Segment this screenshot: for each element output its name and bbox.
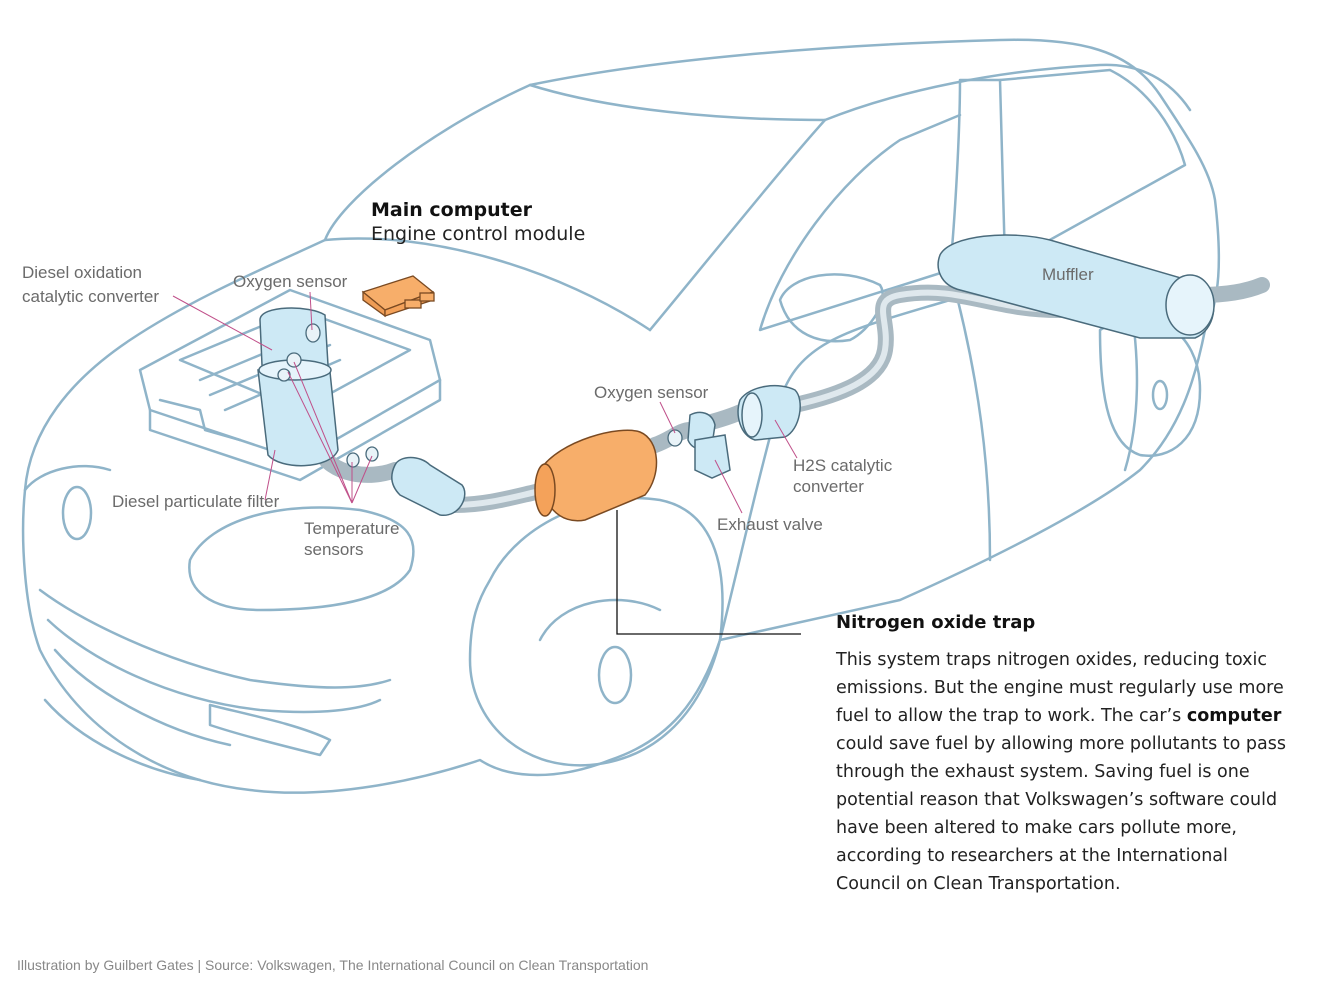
- h2s-converter-label-line1: H2S catalytic: [793, 456, 893, 475]
- temperature-sensors-label-line2: sensors: [304, 540, 364, 559]
- diesel-particulate-filter-label: Diesel particulate filter: [112, 492, 280, 511]
- nitrogen-oxide-trap-title: Nitrogen oxide trap: [836, 612, 1036, 633]
- dpf-assembly: [257, 307, 339, 467]
- h2s-converter-label-line2: converter: [793, 477, 864, 496]
- main-computer-title: Main computer: [371, 199, 532, 221]
- exhaust-valve-label: Exhaust valve: [717, 515, 823, 534]
- sensors: [277, 323, 683, 468]
- oxygen-sensor-front-label: Oxygen sensor: [233, 272, 348, 291]
- engine-control-module: [361, 275, 435, 318]
- trap-description-part2: could save fuel by allowing more polluta…: [836, 734, 1286, 894]
- trap-description-bold: computer: [1186, 706, 1282, 726]
- pre-canister: [390, 456, 466, 516]
- nitrogen-oxide-trap: [534, 429, 658, 522]
- leader-lines: [172, 291, 798, 514]
- temperature-sensors-label-line1: Temperature: [304, 519, 400, 538]
- diesel-oxidation-label-line1: Diesel oxidation: [22, 263, 143, 282]
- illustration-credit: Illustration by Guilbert Gates | Source:…: [17, 957, 649, 973]
- muffler-shape: [937, 234, 1215, 339]
- h2s-converter: [737, 384, 801, 441]
- trap-description-part1: This system traps nitrogen oxides, reduc…: [836, 650, 1284, 726]
- main-computer-subtitle: Engine control module: [371, 223, 586, 245]
- muffler-label: Muffler: [1042, 265, 1094, 284]
- nitrogen-oxide-trap-description: This system traps nitrogen oxides, reduc…: [836, 646, 1286, 898]
- oxygen-sensor-rear-label: Oxygen sensor: [594, 383, 709, 402]
- trap-leader-line: [616, 510, 801, 635]
- exhaust-valve: [687, 411, 731, 479]
- diesel-oxidation-label-line2: catalytic converter: [22, 287, 159, 306]
